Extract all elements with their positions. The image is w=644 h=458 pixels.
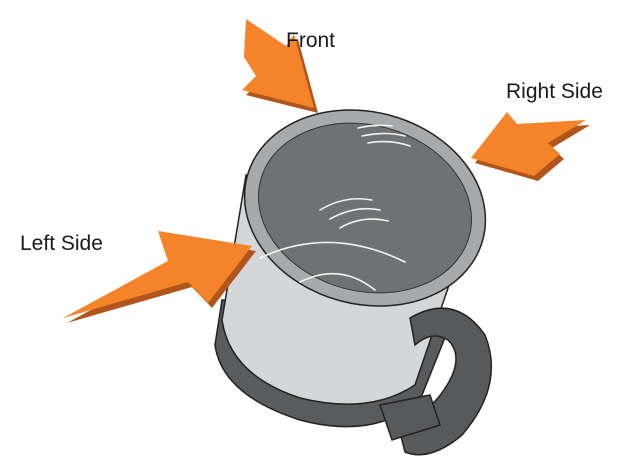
label-left-side: Left Side	[20, 232, 103, 255]
label-front: Front	[286, 29, 335, 52]
arrow-right-side	[471, 112, 590, 181]
mug-icon	[215, 84, 508, 455]
label-right-side: Right Side	[506, 80, 603, 103]
